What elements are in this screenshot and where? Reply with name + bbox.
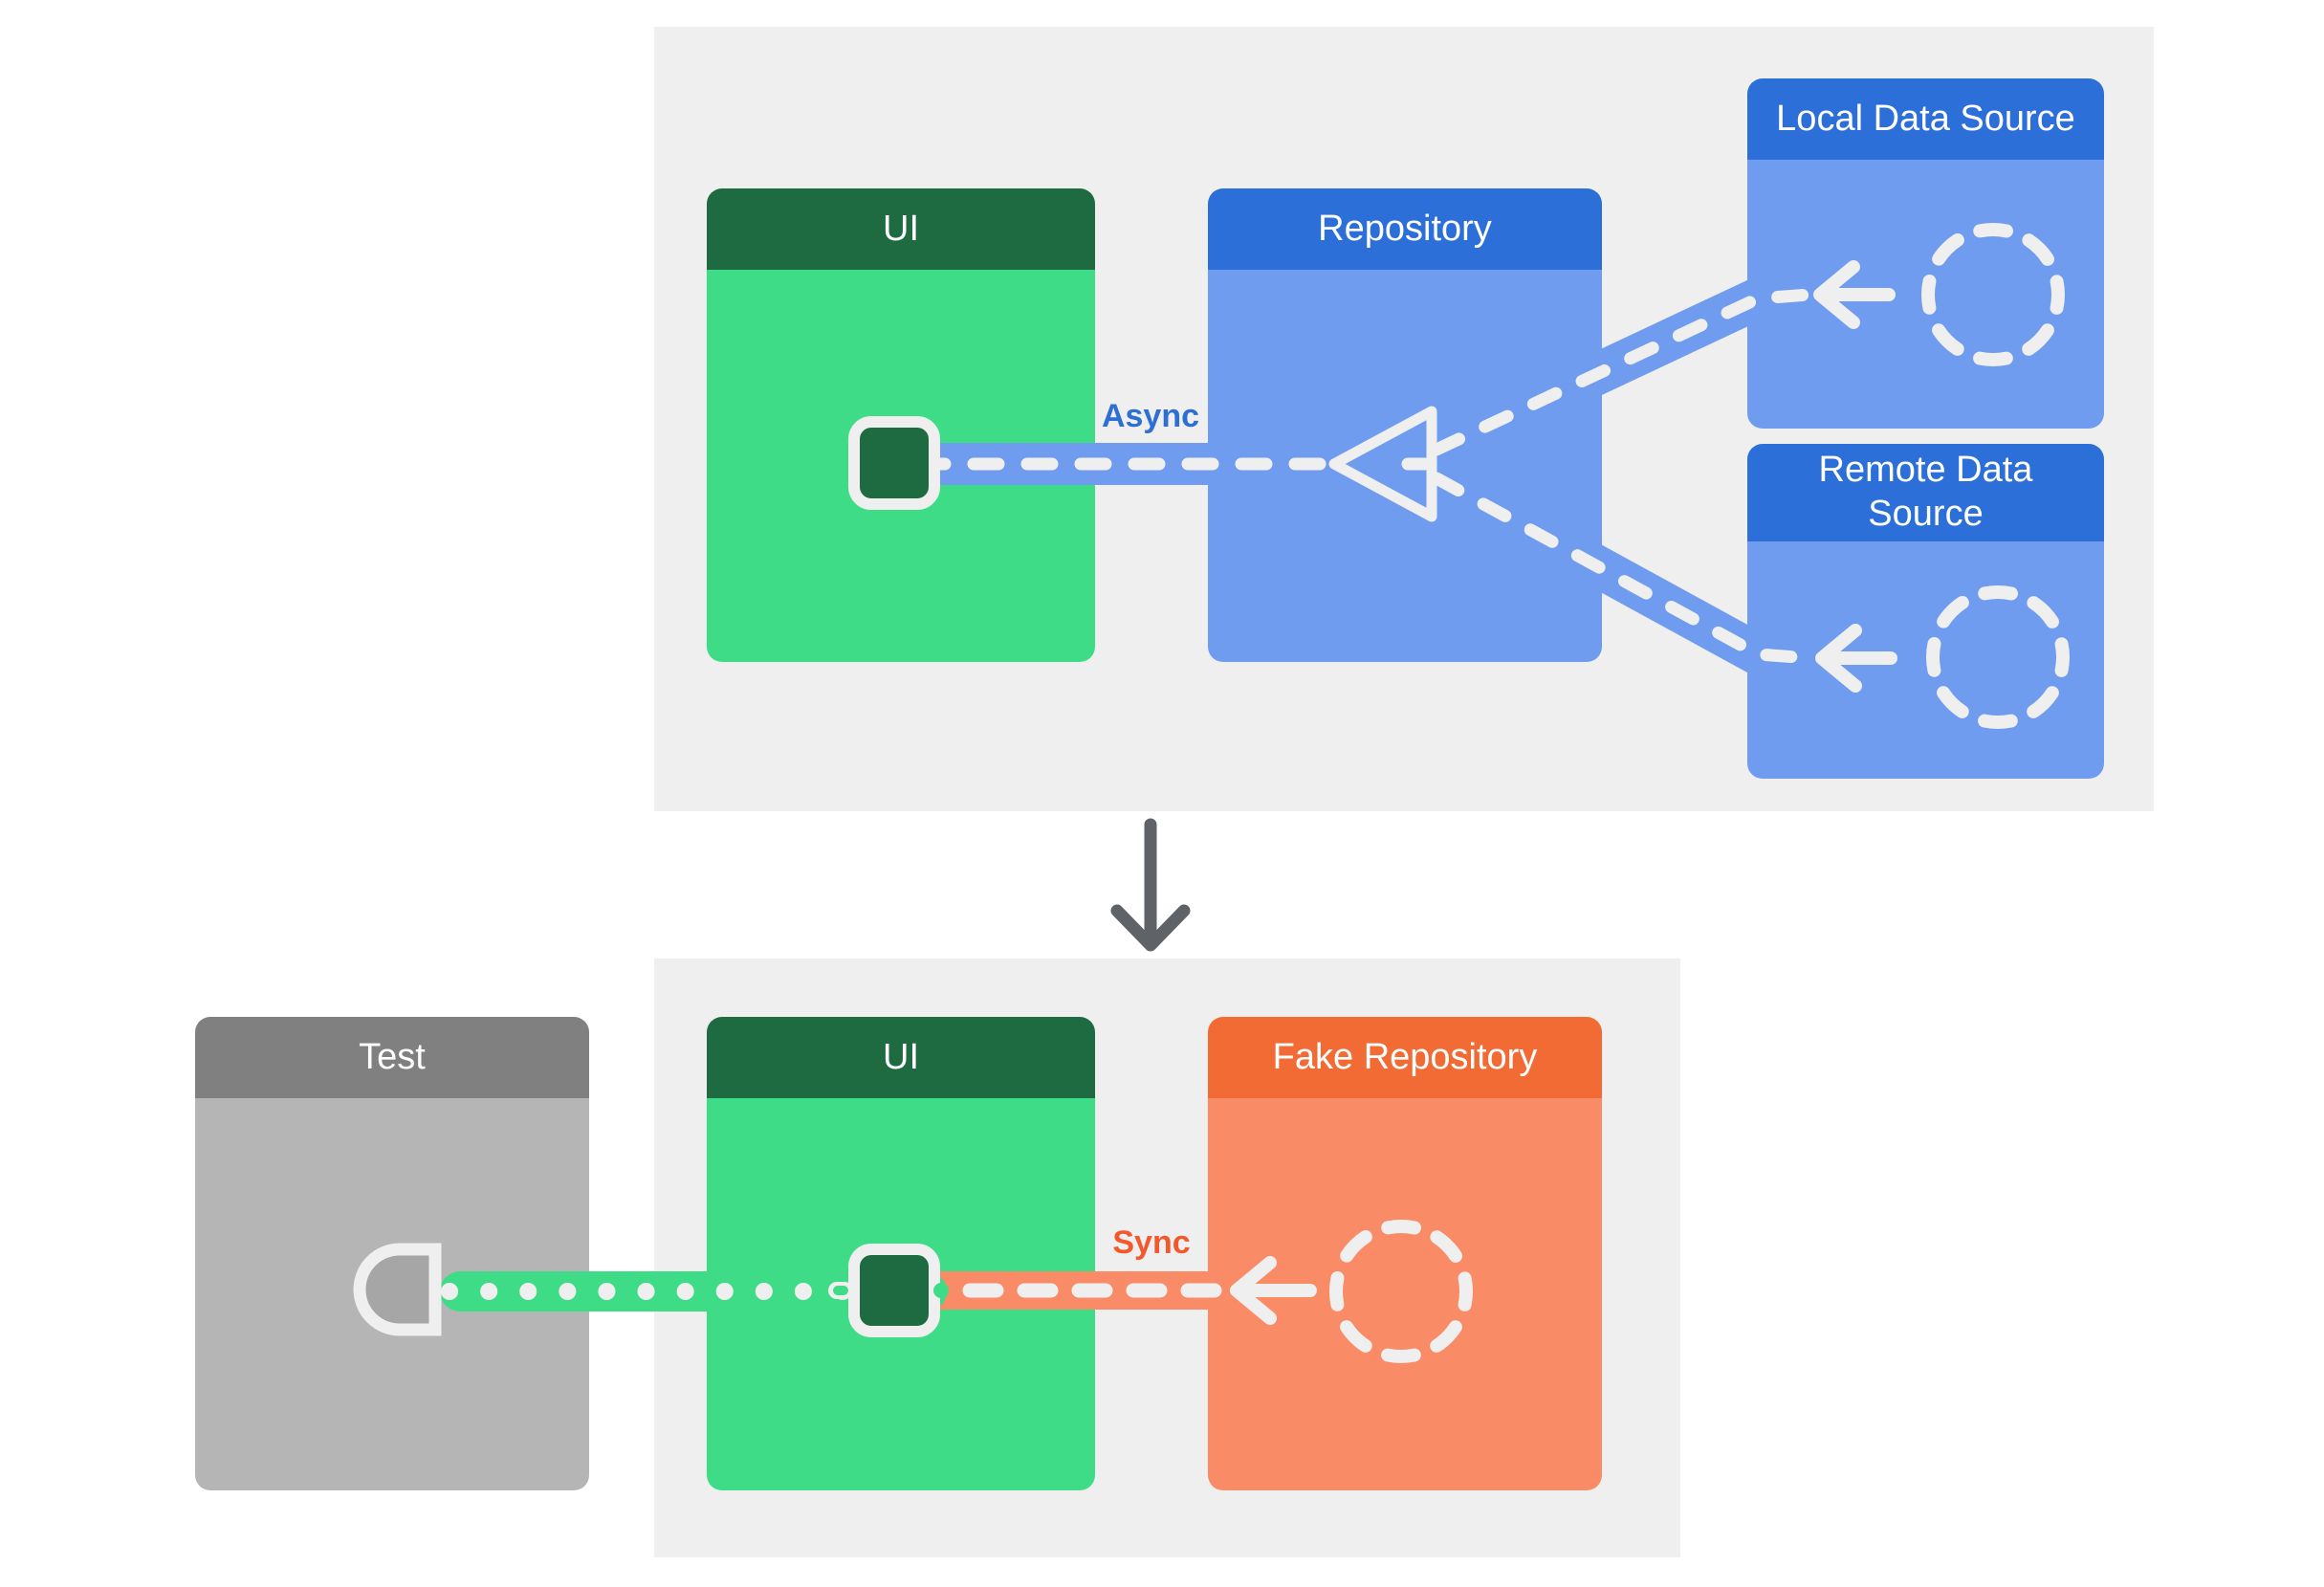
local-data-source-header: Local Data Source	[1747, 78, 2104, 160]
ui-box-test-body	[707, 1098, 1095, 1490]
ui-box-test: UI	[707, 1017, 1095, 1490]
fake-repository-header: Fake Repository	[1208, 1017, 1602, 1098]
sync-flow-label: Sync	[1112, 1224, 1191, 1261]
ui-box-body	[707, 270, 1095, 662]
panel-transition-down-arrow-icon	[1110, 818, 1191, 952]
test-box: Test	[195, 1017, 589, 1490]
local-data-source-box: Local Data Source	[1747, 78, 2104, 429]
ui-box-test-header: UI	[707, 1017, 1095, 1098]
ui-box-header: UI	[707, 188, 1095, 270]
ui-box-production: UI	[707, 188, 1095, 662]
remote-data-source-box: Remote Data Source	[1747, 444, 2104, 779]
local-data-source-body	[1747, 160, 2104, 429]
fake-repository-box: Fake Repository	[1208, 1017, 1602, 1490]
async-flow-label: Async	[1101, 398, 1200, 434]
repository-box: Repository	[1208, 188, 1602, 662]
remote-data-source-header: Remote Data Source	[1747, 444, 2104, 541]
test-box-body	[195, 1098, 589, 1490]
repository-box-header: Repository	[1208, 188, 1602, 270]
test-box-header: Test	[195, 1017, 589, 1098]
fake-repository-body	[1208, 1098, 1602, 1490]
remote-data-source-body	[1747, 541, 2104, 779]
repository-box-body	[1208, 270, 1602, 662]
